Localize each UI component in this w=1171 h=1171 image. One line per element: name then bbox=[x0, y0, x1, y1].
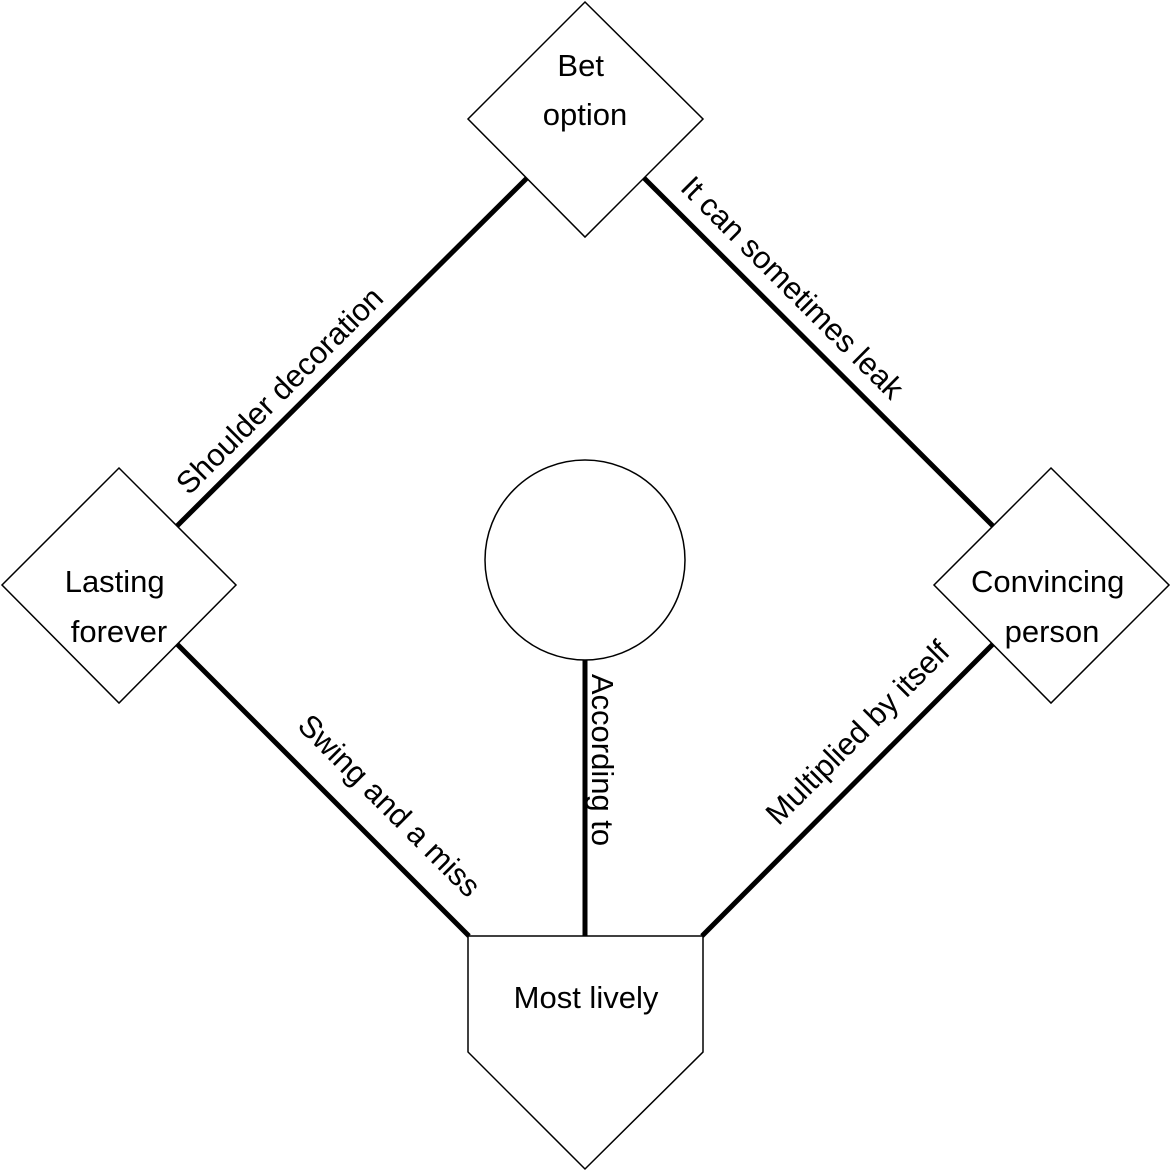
home-plate bbox=[467, 935, 704, 1171]
right-base bbox=[932, 466, 1171, 705]
edge-label-left-home: Swing and a miss bbox=[291, 707, 488, 904]
right-base-label: Convincing person bbox=[971, 564, 1133, 649]
edge-label-right-home: Multiplied by itself bbox=[759, 633, 957, 831]
edge-line-right-home bbox=[700, 642, 995, 938]
edge-line-top-left bbox=[175, 176, 529, 528]
left-base bbox=[0, 466, 238, 705]
top-base-label-line-1: Bet bbox=[557, 48, 604, 83]
top-base-label: Bet option bbox=[543, 48, 627, 132]
edge-line-left-home bbox=[175, 642, 471, 938]
top-base-label-line-2: option bbox=[543, 97, 627, 132]
pitchers-mound-circle bbox=[484, 459, 686, 661]
right-base-label-line-2: person bbox=[1005, 614, 1100, 649]
left-base-label: Lasting forever bbox=[65, 564, 174, 649]
top-base bbox=[466, 0, 705, 239]
home-plate-label: Most lively bbox=[514, 980, 659, 1015]
edge-label-top-left: Shoulder decoration bbox=[169, 280, 390, 501]
edge-label-center-home: According to bbox=[585, 674, 620, 846]
left-base-label-line-1: Lasting bbox=[65, 564, 165, 599]
right-base-label-line-1: Convincing bbox=[971, 564, 1124, 599]
edge-line-top-right bbox=[642, 176, 995, 528]
edge-label-top-right: It can sometimes leak bbox=[674, 169, 911, 406]
left-base-label-line-2: forever bbox=[71, 614, 167, 649]
